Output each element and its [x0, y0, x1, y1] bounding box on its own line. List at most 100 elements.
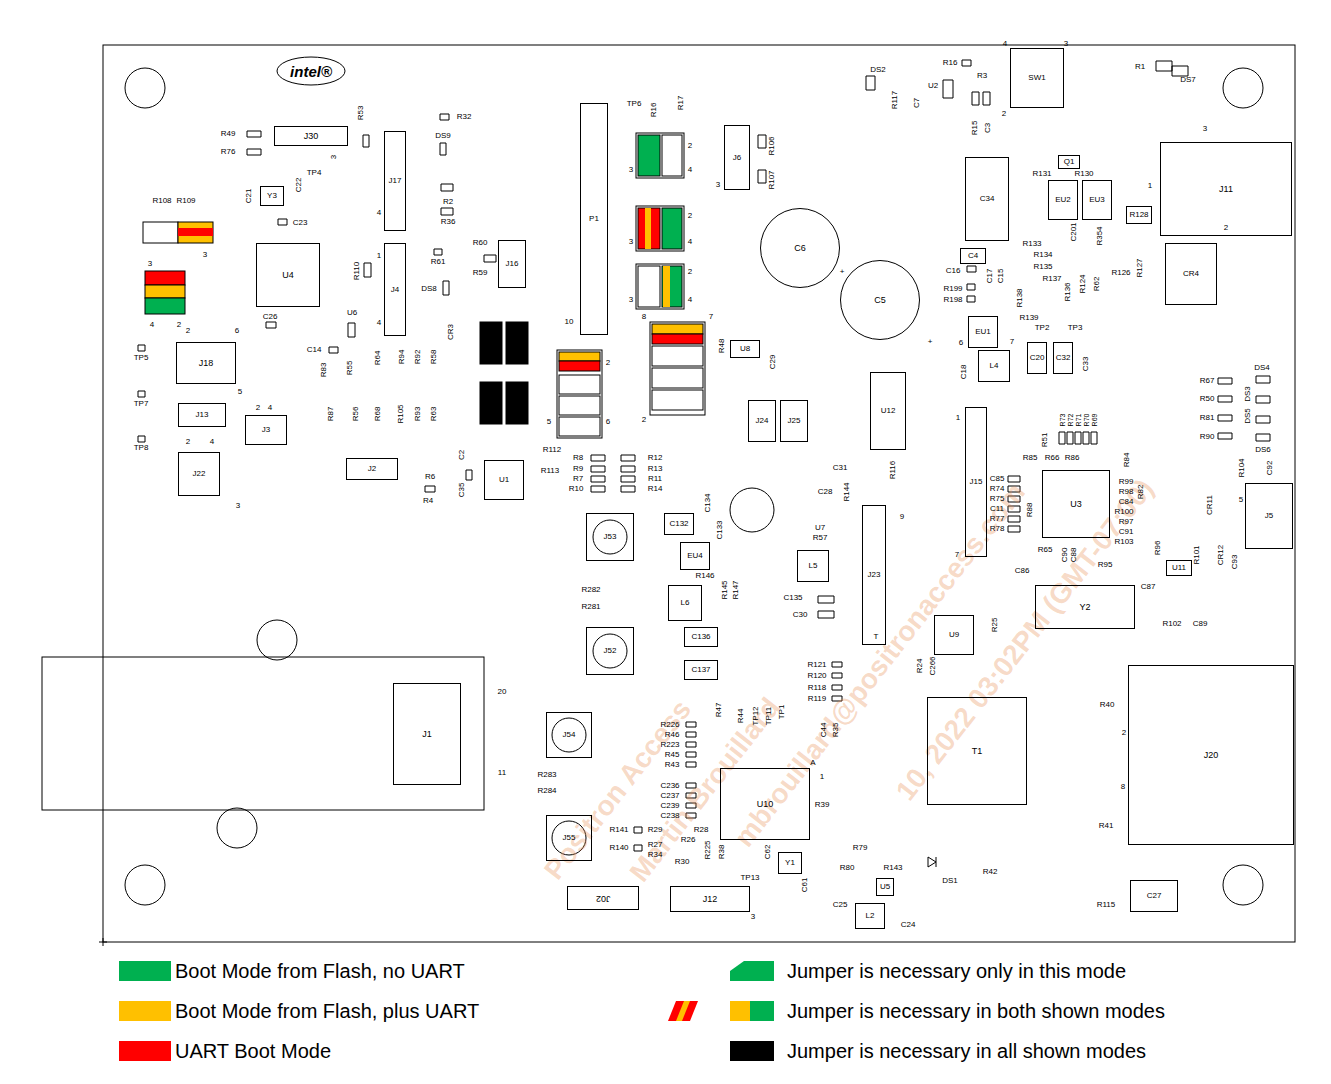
silkscreen-label: C61 [801, 878, 809, 893]
component-outline: J02 [567, 886, 639, 910]
component-outline: J15 [965, 407, 987, 557]
silkscreen-label: R133 [1022, 240, 1041, 248]
component-outline: U3 [1042, 470, 1110, 538]
silkscreen-label: R65 [1038, 546, 1053, 554]
silkscreen-label: 4 [377, 209, 381, 217]
silkscreen-label: C62 [764, 845, 772, 860]
silkscreen-label: TP3 [1068, 324, 1083, 332]
silkscreen-label: R94 [398, 350, 406, 365]
silkscreen-label: C26 [263, 313, 278, 321]
designator: J15 [970, 478, 983, 486]
component-outline: J3 [245, 415, 287, 445]
silkscreen-label: R69 [1091, 414, 1098, 427]
silkscreen-label: R102 [1162, 620, 1181, 628]
silkscreen-label: DS4 [1254, 364, 1270, 372]
silkscreen-label: R13 [648, 465, 663, 473]
silkscreen-label: R127 [1136, 258, 1144, 277]
silkscreen-label: T [874, 633, 879, 641]
jack-ring [593, 634, 627, 668]
silkscreen-label: C35 [458, 483, 466, 498]
component-outline: J54 [546, 712, 592, 758]
silkscreen-label: 20 [498, 688, 507, 696]
silkscreen-label: R50 [1200, 395, 1215, 403]
component-outline: Q1 [1058, 155, 1080, 169]
silkscreen-label: C89 [1193, 620, 1208, 628]
jumper-cell [506, 322, 528, 364]
silkscreen-label: + [928, 338, 933, 346]
watermark: mbrouillard@positronaccess.com [730, 478, 1030, 851]
silkscreen-label: R134 [1033, 251, 1052, 259]
silkscreen-label: 4 [377, 319, 381, 327]
silkscreen-label: 3 [203, 251, 207, 259]
component-outline: J52 [586, 627, 634, 675]
silkscreen-label: R35 [832, 723, 840, 738]
silkscreen-label: 3 [751, 913, 755, 921]
component-outline: J2 [346, 458, 398, 480]
silkscreen-label: 2 [1122, 729, 1126, 737]
silkscreen-label: R36 [441, 218, 456, 226]
silkscreen-label: 4 [688, 166, 692, 174]
jumper-cell [638, 266, 660, 307]
silkscreen-label: R95 [1098, 561, 1113, 569]
silkscreen-label: R66 [1045, 454, 1060, 462]
silkscreen-label: C18 [960, 365, 968, 380]
designator: J55 [563, 834, 576, 842]
jumper-cell [652, 324, 703, 334]
component-outline: EU4 [680, 542, 710, 570]
mounting-hole [125, 68, 165, 108]
designator: J24 [756, 417, 769, 425]
silkscreen-label: R75 [990, 495, 1005, 503]
designator: Q1 [1064, 158, 1075, 166]
silkscreen-label: R146 [695, 572, 714, 580]
silkscreen-label: R6 [425, 473, 435, 481]
designator: L4 [990, 362, 999, 370]
designator: J54 [563, 731, 576, 739]
designator: P1 [589, 215, 599, 223]
designator: C34 [980, 195, 995, 203]
silkscreen-label: 8 [642, 313, 646, 321]
component-outline: EU2 [1048, 180, 1078, 220]
silkscreen-label: R48 [718, 339, 726, 354]
silkscreen-label: 6 [235, 327, 239, 335]
silkscreen-label: R72 [1067, 414, 1074, 427]
jumper-cell [143, 222, 178, 243]
silkscreen-label: R62 [1093, 277, 1101, 292]
designator: SW1 [1028, 74, 1045, 82]
silkscreen-label: R100 [1114, 508, 1133, 516]
designator: C4 [968, 252, 978, 260]
silkscreen-label: 2 [186, 327, 190, 335]
silkscreen-label: R117 [891, 91, 899, 110]
silkscreen-label: 2 [1224, 224, 1228, 232]
component-outline: J30 [274, 126, 348, 146]
silkscreen-label: R85 [1023, 454, 1038, 462]
silkscreen-label: U7 [815, 524, 825, 532]
silkscreen-label: R115 [1097, 901, 1116, 909]
designator: J16 [506, 260, 519, 268]
designator: U3 [1070, 500, 1082, 509]
silkscreen-label: C237 [660, 792, 679, 800]
component-outline: J1 [393, 683, 461, 785]
designator: J13 [196, 411, 209, 419]
component-outline: Y3 [260, 186, 284, 206]
silkscreen-label: R47 [715, 703, 723, 718]
component-outline: J11 [1160, 142, 1292, 236]
component-outline: J25 [780, 400, 808, 442]
jumper-cell [662, 266, 682, 307]
designator: U11 [1172, 564, 1186, 572]
silkscreen-label: C44 [820, 723, 828, 738]
silkscreen-label: R68 [374, 407, 382, 422]
silkscreen-label: 2 [688, 268, 692, 276]
component-outline: J16 [498, 240, 526, 288]
silkscreen-label: C87 [1141, 583, 1156, 591]
silkscreen-label: 7 [955, 551, 959, 559]
silkscreen-label: DS9 [435, 132, 451, 140]
silkscreen-label: R24 [916, 659, 924, 674]
silkscreen-label: 6 [959, 339, 963, 347]
silkscreen-label: R55 [346, 361, 354, 376]
component-outline: C34 [965, 157, 1009, 241]
silkscreen-label: DS6 [1255, 446, 1271, 454]
legend-text: UART Boot Mode [175, 1041, 331, 1061]
silkscreen-label: R78 [990, 525, 1005, 533]
silkscreen-label: C239 [660, 802, 679, 810]
designator: Y1 [785, 859, 795, 867]
